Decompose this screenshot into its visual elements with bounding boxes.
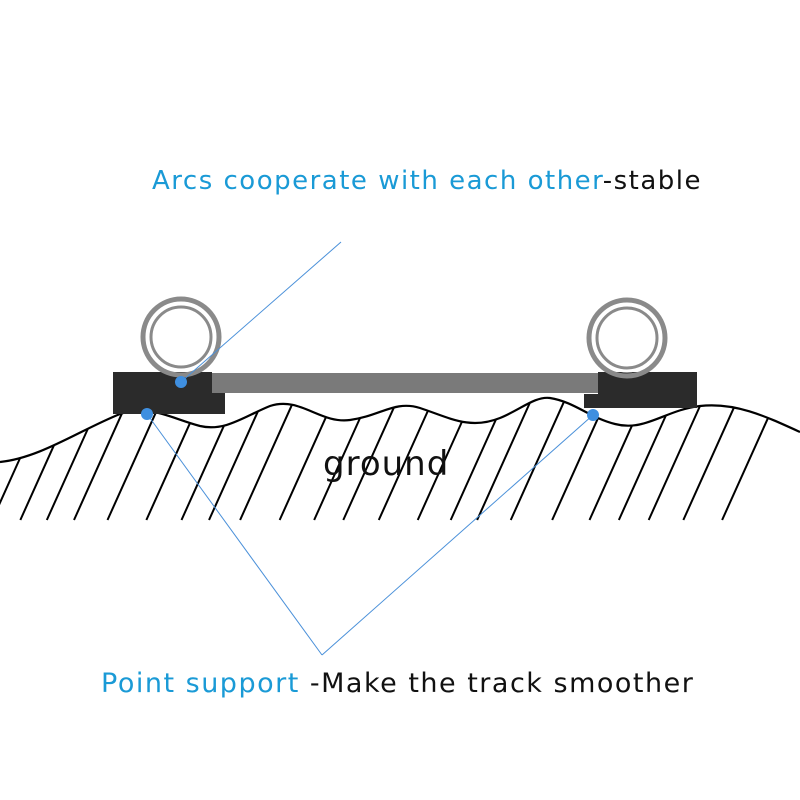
hatch-line — [180, 425, 225, 521]
hatch-line — [208, 410, 259, 521]
hatch-line — [313, 417, 361, 521]
hatch-line — [45, 428, 89, 521]
left-point-support-dot — [141, 408, 153, 420]
point-support-caption-suffix: -Make the track smoother — [299, 668, 695, 699]
hatch-line — [342, 406, 395, 521]
hatch-line — [145, 422, 191, 521]
arcs-stable-caption: Arcs cooperate with each other-stable — [152, 166, 702, 196]
hatch-line — [509, 401, 565, 521]
bottom-callout-line-left — [146, 413, 323, 656]
hatch-line — [551, 417, 599, 521]
right-track-pad — [584, 372, 697, 408]
point-support-caption: Point support -Make the track smoother — [101, 668, 694, 699]
arcs-caption-suffix: -stable — [602, 166, 702, 196]
point-support-caption-highlight: Point support — [101, 668, 300, 699]
hatch-line — [476, 402, 531, 521]
hatch-line — [19, 444, 55, 521]
arc-contact-dot — [175, 376, 187, 388]
hatch-line — [647, 405, 701, 521]
hatch-line — [0, 457, 21, 506]
hatch-line — [682, 407, 735, 521]
hatch-line — [617, 414, 667, 521]
hatch-line — [416, 421, 463, 521]
left-ring — [140, 296, 222, 378]
bottom-callout-line-right — [321, 414, 594, 656]
hatch-line — [278, 416, 327, 521]
right-ring — [586, 297, 668, 379]
hatch-line — [721, 417, 769, 521]
hatch-line — [106, 411, 157, 521]
hatch-line — [377, 410, 429, 521]
hatch-line — [73, 412, 123, 521]
right-point-support-dot — [587, 409, 599, 421]
hatch-line — [449, 418, 497, 521]
top-callout-line — [180, 241, 342, 383]
left-track-pad — [113, 372, 225, 414]
hatch-line — [239, 404, 293, 521]
ground-hatching — [0, 401, 769, 521]
hatch-line — [588, 425, 633, 521]
connecting-rail — [212, 373, 598, 393]
arcs-caption-highlight: Arcs cooperate with each other — [152, 166, 603, 196]
ground-label: ground — [323, 444, 450, 484]
